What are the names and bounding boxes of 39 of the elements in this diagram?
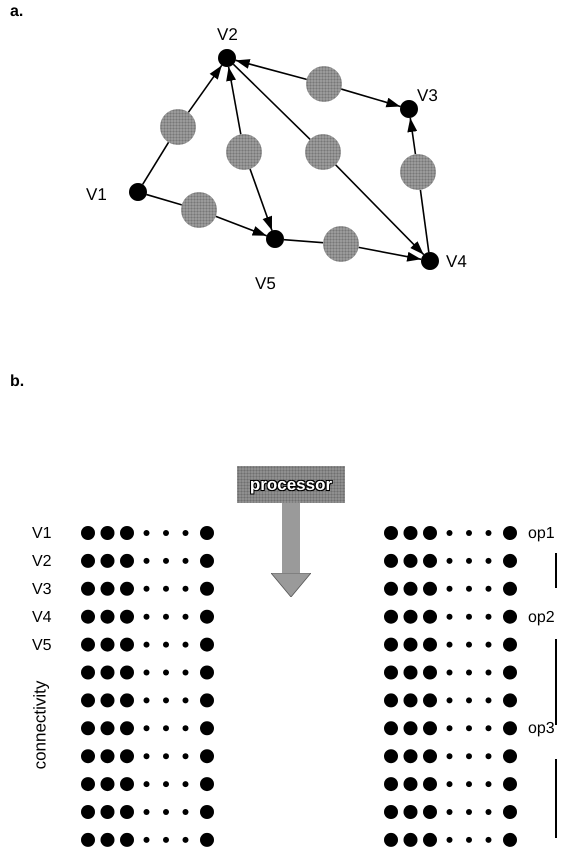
process-circle — [226, 134, 262, 170]
vertex-label: V5 — [255, 275, 276, 292]
row-label: V2 — [32, 554, 52, 570]
vertex-dot — [266, 230, 284, 248]
arrow — [188, 64, 222, 113]
vertex-label: V1 — [86, 186, 107, 203]
axis-label: connectivity — [32, 680, 48, 770]
arrow — [358, 246, 422, 262]
arrow — [216, 216, 267, 237]
vertex-label: V4 — [446, 253, 467, 270]
vertex-dot — [218, 49, 236, 67]
panel-label: a. — [10, 4, 24, 20]
arrow — [235, 59, 307, 80]
operation-label: op3 — [528, 721, 555, 737]
block-arrow — [270, 503, 312, 598]
vertex-label: V2 — [217, 26, 238, 43]
arrow — [407, 118, 418, 154]
vertex-dot — [400, 100, 418, 118]
processor-box: processor — [237, 466, 345, 503]
operation-label: op2 — [528, 610, 555, 626]
process-circle — [306, 66, 342, 102]
process-circle — [400, 154, 436, 190]
row-label: V3 — [32, 582, 52, 598]
vertex-dot — [129, 183, 147, 201]
operation-label: op1 — [528, 526, 555, 542]
process-circle — [305, 134, 341, 170]
process-circle — [160, 109, 196, 145]
vertex-label: V3 — [417, 87, 438, 104]
vertex-dot — [421, 252, 439, 270]
arrow — [341, 88, 401, 108]
row-label: V5 — [32, 638, 52, 654]
arrow — [226, 66, 242, 134]
arrow — [249, 168, 273, 231]
row-label: V4 — [32, 610, 52, 626]
row-label: V1 — [32, 526, 52, 542]
panel-label: b. — [10, 374, 24, 390]
arrow — [335, 164, 424, 256]
process-circle — [181, 192, 217, 228]
process-circle — [323, 226, 359, 262]
